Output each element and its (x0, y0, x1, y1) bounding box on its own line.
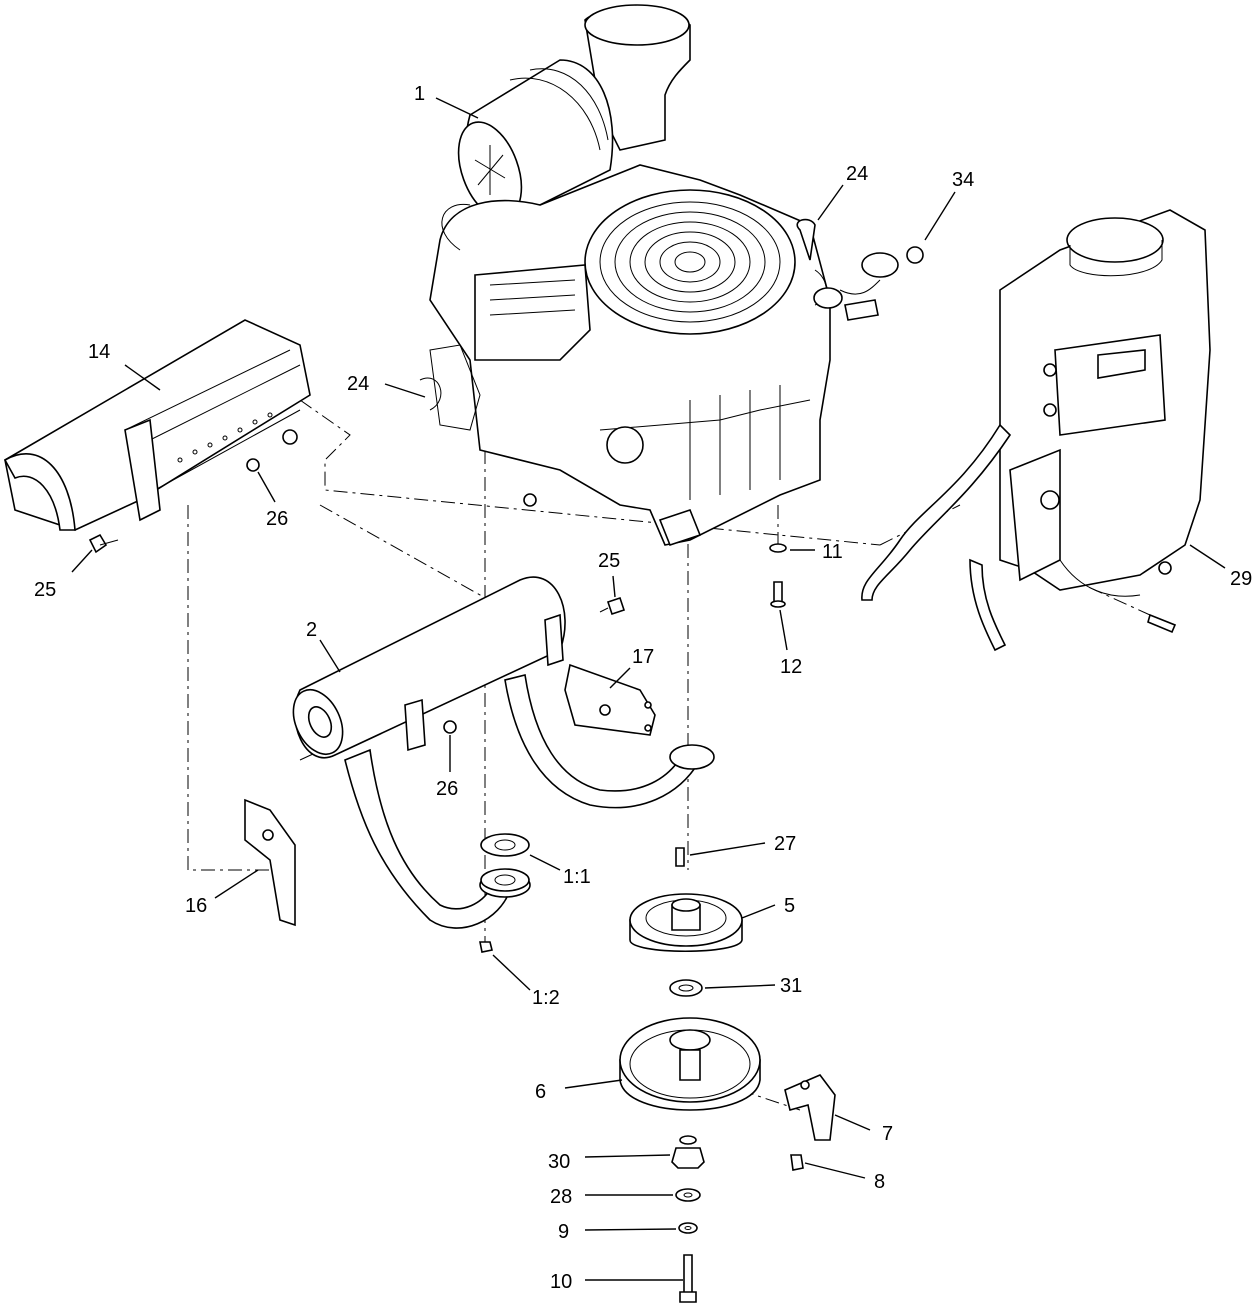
callout-11: 11 (822, 541, 843, 563)
bolt-25-left (88, 533, 119, 554)
washer-11 (769, 543, 787, 553)
gaskets-1-1 (480, 833, 530, 892)
bolt-10 (679, 1254, 697, 1303)
callout-24-top: 24 (846, 163, 868, 185)
callout-1-2: 1:2 (532, 987, 560, 1009)
callout-29: 29 (1230, 568, 1252, 590)
bracket-16 (244, 798, 296, 927)
washer-28 (675, 1188, 701, 1202)
callout-31: 31 (780, 975, 802, 997)
callout-30: 30 (548, 1151, 570, 1173)
callout-16: 16 (185, 895, 207, 917)
callout-26-bottom: 26 (436, 778, 458, 800)
callout-12: 12 (780, 656, 802, 678)
callout-1-1: 1:1 (563, 866, 591, 888)
bolt-25-right (599, 596, 626, 616)
callout-5: 5 (784, 895, 795, 917)
nut-26-muffler (443, 720, 457, 734)
callout-14: 14 (88, 341, 110, 363)
callout-34: 34 (952, 169, 974, 191)
spacer-31 (669, 979, 703, 997)
leader-lines (71, 97, 1226, 1281)
pulley-5 (629, 893, 743, 953)
muffler (292, 576, 715, 929)
callout-17: 17 (632, 646, 654, 668)
callout-7: 7 (882, 1123, 893, 1145)
heat-shield (3, 319, 311, 531)
callout-labels: 1 24 34 14 24 26 25 25 11 29 12 2 17 26 … (34, 83, 1252, 1293)
callout-2: 2 (306, 619, 317, 641)
callout-27: 27 (774, 833, 796, 855)
bracket-17 (564, 663, 656, 736)
callout-26-top: 26 (266, 508, 288, 530)
bolt-8 (790, 1154, 804, 1171)
bolt-12 (770, 581, 786, 608)
washer-9 (678, 1222, 698, 1234)
clutch-6 (619, 1017, 761, 1111)
hub-30 (671, 1135, 705, 1169)
harness-clips (796, 218, 924, 321)
bracket-7 (784, 1074, 836, 1141)
nut-1-2 (479, 941, 493, 953)
callout-6: 6 (535, 1081, 546, 1103)
key-27 (675, 847, 685, 867)
engine-assembly (419, 4, 831, 546)
callout-25-right: 25 (598, 550, 620, 572)
callout-8: 8 (874, 1171, 885, 1193)
callout-10: 10 (550, 1271, 572, 1293)
callout-24-left: 24 (347, 373, 369, 395)
callout-28: 28 (550, 1186, 572, 1208)
callout-1: 1 (414, 83, 425, 105)
fuel-tank (861, 209, 1211, 652)
callout-9: 9 (558, 1221, 569, 1243)
callout-25-left: 25 (34, 579, 56, 601)
